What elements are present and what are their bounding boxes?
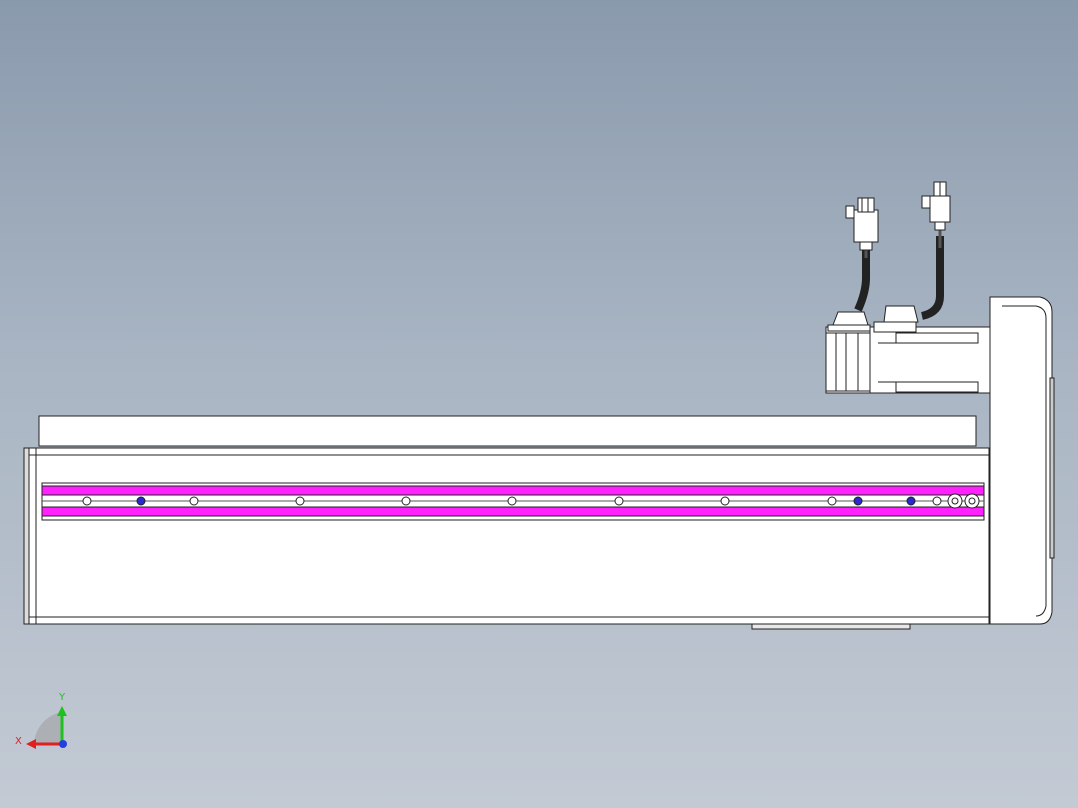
rail-screw: [401, 496, 411, 506]
y-axis-label: Y: [58, 692, 66, 703]
housing-edge: [1049, 377, 1055, 559]
blue-marker: [906, 496, 916, 506]
end-housing-inner: [1002, 305, 1047, 617]
rail-strip-top: [41, 485, 985, 496]
end-bearings: [947, 493, 980, 509]
rail-strip-bottom: [41, 506, 985, 517]
linear-actuator-model[interactable]: [23, 181, 1055, 630]
rail-screw: [507, 496, 517, 506]
rail-screws: [82, 496, 942, 506]
triad-icon: Y X: [15, 692, 67, 749]
rail-screw: [82, 496, 92, 506]
rail-screw: [932, 496, 942, 506]
connector-left: [845, 197, 879, 251]
bottom-tab: [751, 623, 911, 630]
blue-marker: [853, 496, 863, 506]
actuator-body: [26, 447, 990, 625]
rail-screw: [189, 496, 199, 506]
connector-right: [921, 181, 951, 231]
carriage-plate: [38, 415, 977, 447]
left-endcap: [23, 447, 30, 625]
blue-marker: [136, 496, 146, 506]
x-axis-label: X: [15, 736, 22, 747]
rail-screw: [295, 496, 305, 506]
end-housing: [989, 296, 1053, 625]
white-marker: [827, 496, 837, 506]
rail-screw: [614, 496, 624, 506]
servo-motor: [825, 305, 991, 394]
sensor-markers: [136, 496, 916, 506]
rail-screw: [720, 496, 730, 506]
